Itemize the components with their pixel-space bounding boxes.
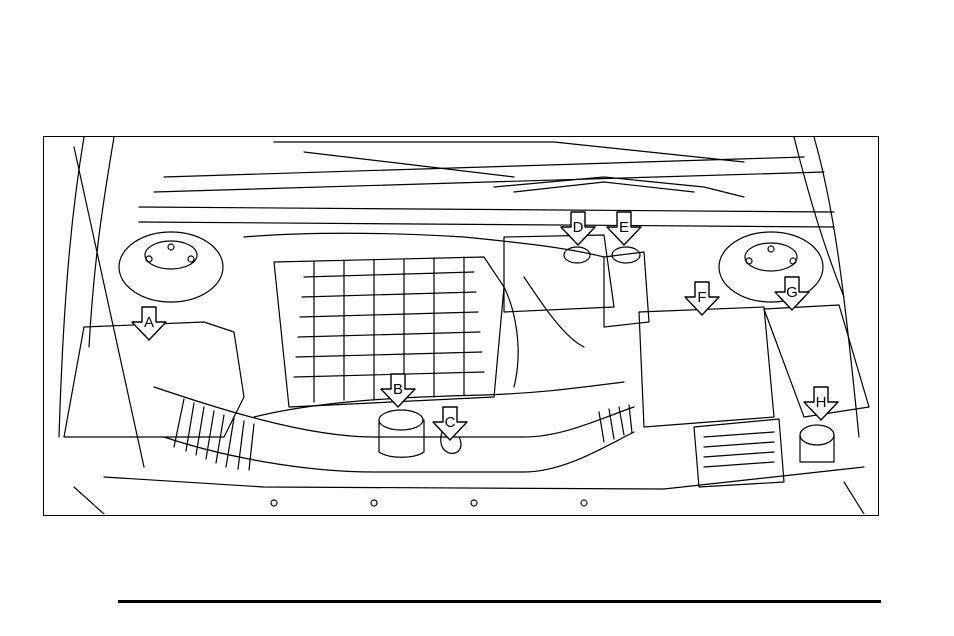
engine-compartment-figure: A B C D E F G H xyxy=(43,136,879,516)
engine-drawing: A B C D E F G H xyxy=(44,137,877,514)
callout-label-b: B xyxy=(393,381,403,398)
engine-block xyxy=(274,257,504,407)
cowl-vent-grille xyxy=(494,177,744,197)
callout-label-c: C xyxy=(445,414,456,431)
cowl-panel xyxy=(139,157,834,227)
callout-label-f: F xyxy=(697,289,706,306)
callout-label-e: E xyxy=(619,219,629,236)
left-fender-outline xyxy=(59,137,114,437)
callout-label-g: G xyxy=(786,284,798,301)
coolant-reservoir xyxy=(504,235,614,312)
oil-fill-cap xyxy=(379,410,424,457)
callout-label-a: A xyxy=(144,314,154,331)
engine-fuse-block xyxy=(639,307,784,487)
callout-label-h: H xyxy=(816,394,827,411)
page-footer-rule xyxy=(118,600,881,603)
air-cleaner-housing xyxy=(64,322,244,437)
washer-fluid-cap xyxy=(800,425,834,462)
wiring-harness-2 xyxy=(504,277,584,387)
left-strut-tower xyxy=(119,232,223,302)
callout-label-d: D xyxy=(573,219,584,236)
radiator-support xyxy=(74,467,864,514)
hood-prop-rod xyxy=(74,147,144,467)
